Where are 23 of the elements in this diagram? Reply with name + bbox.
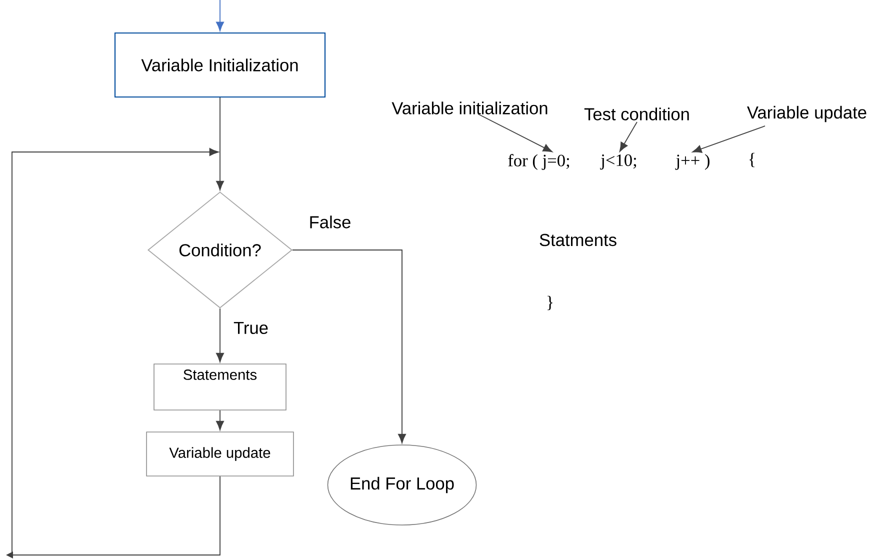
arrow — [216, 0, 224, 32]
code-text: j++ ) — [675, 154, 710, 170]
annotation-text: Test condition — [584, 108, 689, 120]
arrow — [216, 97, 224, 190]
leader-line — [478, 114, 552, 152]
leader-line — [619, 122, 638, 152]
annotation-text: Variable update — [747, 106, 866, 122]
annotation-text: Variable initialization — [392, 102, 548, 114]
code-text: { — [749, 152, 755, 168]
process-box: Statements — [154, 364, 286, 410]
arrow — [216, 410, 224, 430]
edge-label: False — [307, 214, 353, 230]
arrow — [216, 308, 224, 362]
process-box: Variable update — [146, 432, 294, 476]
code-text: Statments — [540, 234, 616, 246]
leader-line — [692, 126, 766, 153]
arrow — [292, 250, 406, 444]
edge-label: True — [232, 320, 270, 336]
code-text: } — [547, 296, 553, 310]
process-box: Variable Initialization — [114, 32, 326, 98]
code-text: j<10; — [600, 154, 636, 170]
code-text: for ( j=0; — [508, 154, 570, 170]
arrow — [6, 148, 220, 558]
